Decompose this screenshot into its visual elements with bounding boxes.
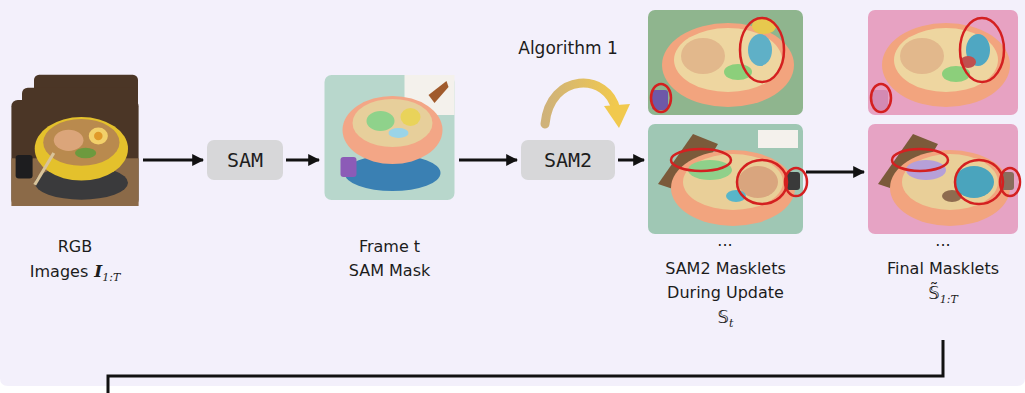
caption-text: SAM2 Masklets During Update: [665, 259, 786, 302]
caption-text: 𝕊̃: [928, 282, 939, 303]
box-label: SAM2: [544, 148, 592, 172]
caption-text: 1:T: [102, 271, 120, 284]
flow-arrow: [459, 159, 517, 162]
caption-text: RGB Images: [30, 237, 92, 281]
caption-text: 1:T: [940, 293, 958, 306]
caption-line: RGB ImagesI1:T: [10, 235, 140, 290]
image-panel: Final Masklets𝕊̃1:T: [868, 10, 1018, 312]
caption-text: Final Masklets: [887, 259, 999, 278]
caption-text: t: [729, 317, 733, 330]
caption-text: Frame t: [359, 237, 420, 256]
ellipsis: ...: [717, 231, 732, 250]
caption-line: SAM Mask: [323, 259, 456, 283]
process-box: SAM2: [521, 140, 615, 180]
caption-text: I: [94, 261, 102, 281]
caption-text: SAM Mask: [349, 261, 431, 280]
ellipsis: ...: [935, 231, 950, 250]
flow-arrow: [806, 171, 864, 174]
caption-line: Frame t: [323, 235, 456, 259]
flow-arrow: [143, 159, 203, 162]
flow-arrow: [618, 159, 644, 162]
caption-line: SAM2 Masklets During Update: [648, 257, 803, 305]
image-panel: Frame t SAM Mask: [323, 75, 456, 283]
image-panel: RGB ImagesI1:T: [10, 75, 140, 290]
caption-line: Final Masklets: [868, 257, 1018, 281]
caption-text: 𝕊: [718, 306, 729, 327]
box-label: SAM: [227, 148, 263, 172]
caption-line: 𝕊̃1:T: [868, 281, 1018, 312]
image-panel: SAM2 Masklets During Update𝕊t: [648, 10, 803, 336]
flow-arrow: [286, 159, 319, 162]
caption-line: 𝕊t: [648, 305, 803, 336]
process-box: SAM: [207, 140, 283, 180]
algorithm-label: Algorithm 1: [518, 38, 617, 58]
